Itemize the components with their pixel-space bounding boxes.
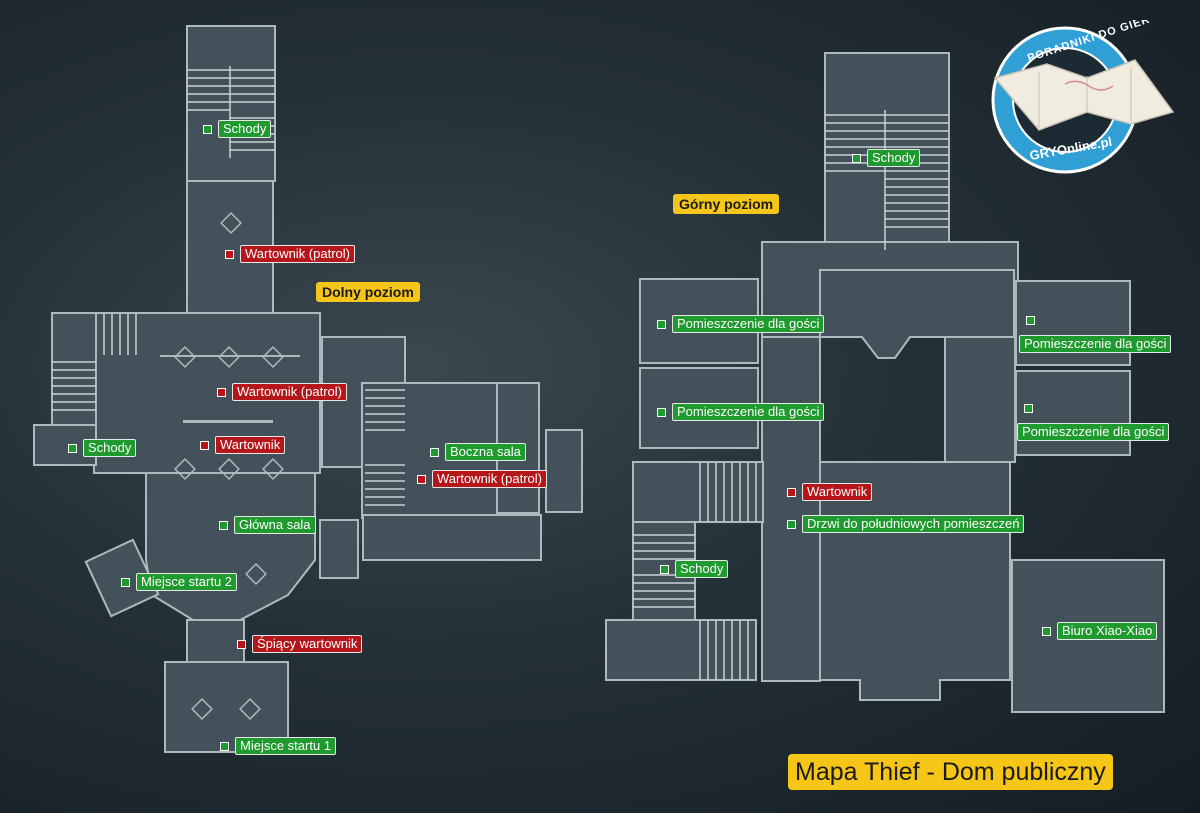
level-label-upper: Górny poziom	[673, 194, 780, 214]
marker-square	[121, 577, 130, 587]
marker-square	[203, 124, 212, 134]
marker-label: Miejsce startu 2	[136, 573, 238, 591]
marker-label: Wartownik	[802, 483, 873, 501]
marker-label: Schody	[675, 560, 729, 578]
marker-label: Drzwi do południowych pomieszczeń	[802, 515, 1025, 533]
marker-label: Wartownik (patrol)	[232, 383, 347, 401]
marker-label: Pomieszczenie dla gości	[1017, 423, 1170, 441]
marker-guard-upper[interactable]: Wartownik	[787, 483, 873, 501]
map-title: Mapa Thief - Dom publiczny	[788, 754, 1113, 790]
marker-stairs-upper-top[interactable]: Schody	[852, 149, 921, 167]
marker-square	[1026, 316, 1035, 325]
marker-side-hall[interactable]: Boczna sala	[430, 443, 526, 461]
marker-label: Wartownik (patrol)	[432, 470, 547, 488]
marker-stairs-lower-top[interactable]: Schody	[203, 120, 272, 138]
marker-south-rooms-door[interactable]: Drzwi do południowych pomieszczeń	[787, 515, 1025, 533]
marker-square	[217, 387, 226, 397]
marker-square	[852, 153, 861, 163]
level-label-lower: Dolny poziom	[316, 282, 420, 302]
marker-square	[219, 520, 228, 530]
marker-square	[68, 443, 77, 453]
marker-guard-patrol-2[interactable]: Wartownik (patrol)	[217, 383, 347, 401]
marker-label: Główna sala	[234, 516, 316, 534]
gryonline-logo: PORADNIKI DO GIER GRYOnline.pl	[991, 20, 1175, 174]
marker-label: Schody	[83, 439, 137, 457]
marker-square	[237, 639, 246, 649]
marker-stairs-upper-left[interactable]: Schody	[660, 560, 729, 578]
marker-main-hall[interactable]: Główna sala	[219, 516, 316, 534]
marker-start-1[interactable]: Miejsce startu 1	[220, 737, 337, 755]
marker-label: Śpiący wartownik	[252, 635, 363, 653]
upper-level-stairs	[633, 110, 949, 680]
marker-square	[657, 407, 666, 417]
marker-guest-room-1[interactable]: Pomieszczenie dla gości	[657, 315, 825, 333]
marker-square	[417, 474, 426, 484]
marker-guard-patrol-3[interactable]: Wartownik (patrol)	[417, 470, 547, 488]
marker-label: Boczna sala	[445, 443, 526, 461]
marker-square	[430, 447, 439, 457]
marker-guest-room-4[interactable]: Pomieszczenie dla gości	[1017, 404, 1170, 441]
lower-level-decor	[160, 212, 300, 720]
marker-label: Wartownik (patrol)	[240, 245, 355, 263]
marker-xiao-xiao-office[interactable]: Biuro Xiao-Xiao	[1042, 622, 1158, 640]
marker-label: Pomieszczenie dla gości	[1019, 335, 1172, 353]
marker-label: Miejsce startu 1	[235, 737, 337, 755]
marker-label: Schody	[218, 120, 272, 138]
marker-label: Pomieszczenie dla gości	[672, 403, 825, 421]
marker-guest-room-3[interactable]: Pomieszczenie dla gości	[1019, 316, 1172, 353]
marker-square	[200, 440, 209, 450]
marker-square	[1042, 626, 1051, 636]
marker-square	[660, 564, 669, 574]
marker-square	[657, 319, 666, 329]
marker-square	[1024, 404, 1033, 413]
marker-sleeping-guard[interactable]: Śpiący wartownik	[237, 635, 363, 653]
marker-square	[220, 741, 229, 751]
marker-start-2[interactable]: Miejsce startu 2	[121, 573, 238, 591]
marker-guard-patrol-1[interactable]: Wartownik (patrol)	[225, 245, 355, 263]
marker-stairs-lower-left[interactable]: Schody	[68, 439, 137, 457]
marker-square	[225, 249, 234, 259]
marker-label: Pomieszczenie dla gości	[672, 315, 825, 333]
marker-label: Biuro Xiao-Xiao	[1057, 622, 1158, 640]
marker-square	[787, 487, 796, 497]
marker-label: Wartownik	[215, 436, 286, 454]
marker-guard-1[interactable]: Wartownik	[200, 436, 286, 454]
marker-square	[787, 519, 796, 529]
marker-label: Schody	[867, 149, 921, 167]
marker-guest-room-2[interactable]: Pomieszczenie dla gości	[657, 403, 825, 421]
